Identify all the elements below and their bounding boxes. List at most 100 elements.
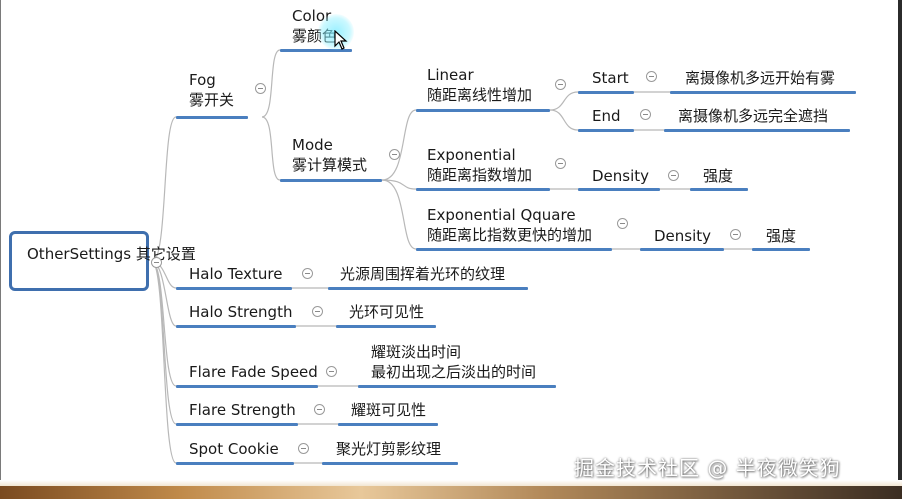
expsq-density-desc: 强度	[766, 227, 797, 245]
linear-underline	[416, 109, 550, 112]
connector-root-spot-cookie	[151, 261, 177, 464]
spot-cookie-underline	[176, 462, 294, 465]
color-underline	[280, 49, 352, 52]
flare-fade-speed-label: Flare Fade Speed	[189, 363, 318, 381]
end-node[interactable]: End	[592, 106, 621, 126]
flare-strength-node[interactable]: Flare Strength	[189, 400, 296, 420]
connector-fog-color	[261, 49, 281, 118]
halo-strength-label: Halo Strength	[189, 303, 293, 321]
connector-mode-exponential	[381, 179, 417, 190]
flare-strength-desc: 耀斑可见性	[351, 401, 427, 419]
connector-mode-linear	[381, 109, 417, 181]
exp-density-collapse-icon[interactable]	[668, 170, 679, 181]
exponential-sublabel: 随距离指数增加	[427, 166, 533, 184]
fog-underline	[176, 116, 248, 119]
connector-mode-exp-squared	[381, 179, 417, 250]
mode-node[interactable]: Mode 雾计算模式	[292, 135, 367, 175]
flare-fade-speed-desc-underline	[358, 385, 556, 388]
halo-texture-label: Halo Texture	[189, 265, 283, 283]
exponential-node[interactable]: Exponential 随距离指数增加	[427, 145, 532, 185]
linear-node[interactable]: Linear 随距离线性增加	[427, 65, 532, 105]
halo-texture-collapse-icon[interactable]	[302, 268, 313, 279]
connector-linear-start	[549, 91, 579, 111]
fog-node[interactable]: Fog 雾开关	[189, 70, 234, 110]
connector-root-fog	[151, 116, 177, 263]
halo-texture-desc-node[interactable]: 光源周围挥着光环的纹理	[340, 264, 505, 284]
expsq-density-collapse-icon[interactable]	[730, 229, 741, 240]
expsq-density-label: Density	[654, 227, 712, 245]
exponential-underline	[416, 188, 550, 191]
background-fade	[0, 480, 902, 486]
mode-collapse-icon[interactable]	[389, 149, 400, 160]
fog-label: Fog	[189, 71, 216, 89]
flare-fade-speed-collapse-icon[interactable]	[326, 366, 337, 377]
window-right-edge	[898, 0, 902, 499]
halo-texture-underline	[176, 287, 292, 290]
halo-strength-collapse-icon[interactable]	[312, 306, 323, 317]
flare-strength-collapse-icon[interactable]	[314, 404, 325, 415]
root-node[interactable]: OtherSettings 其它设置	[27, 244, 196, 264]
halo-strength-desc: 光环可见性	[349, 303, 425, 321]
expsq-density-desc-node[interactable]: 强度	[766, 226, 796, 246]
fog-sublabel: 雾开关	[189, 91, 235, 109]
start-node[interactable]: Start	[592, 68, 629, 88]
exp-density-label: Density	[592, 167, 650, 185]
exponential-collapse-icon[interactable]	[555, 158, 566, 169]
spot-cookie-label: Spot Cookie	[189, 440, 279, 458]
spot-cookie-desc-underline	[322, 462, 458, 465]
flare-strength-desc-node[interactable]: 耀斑可见性	[351, 400, 426, 420]
expsq-density-node[interactable]: Density	[654, 226, 711, 246]
linear-sublabel: 随距离线性增加	[427, 86, 533, 104]
flare-fade-speed-desc-2: 最初出现之后淡出的时间	[371, 363, 537, 381]
exp-density-desc-node[interactable]: 强度	[703, 166, 733, 186]
connector-linear-end	[549, 109, 579, 131]
mouse-pointer-icon	[334, 30, 348, 50]
exp-squared-underline	[416, 248, 612, 251]
mode-underline	[280, 179, 382, 182]
watermark: 掘金技术社区 @ 半夜微笑狗	[574, 456, 841, 480]
start-desc-underline	[670, 91, 856, 94]
halo-strength-desc-node[interactable]: 光环可见性	[349, 302, 424, 322]
start-collapse-icon[interactable]	[646, 71, 657, 82]
start-desc-node[interactable]: 离摄像机多远开始有雾	[685, 68, 835, 88]
end-label: End	[592, 107, 621, 125]
end-collapse-icon[interactable]	[640, 109, 651, 120]
end-desc-underline	[664, 129, 850, 132]
mode-sublabel: 雾计算模式	[292, 156, 368, 174]
spot-cookie-desc: 聚光灯剪影纹理	[336, 440, 442, 458]
exponential-label: Exponential	[427, 146, 516, 164]
spot-cookie-collapse-icon[interactable]	[298, 443, 309, 454]
connector-fog-mode	[261, 116, 281, 181]
exp-squared-node[interactable]: Exponential Qquare 随距离比指数更快的增加	[427, 205, 592, 245]
end-desc-node[interactable]: 离摄像机多远完全遮挡	[678, 106, 828, 126]
halo-texture-desc-underline	[328, 287, 528, 290]
root-node-label: OtherSettings	[27, 245, 132, 263]
expsq-density-underline	[640, 248, 724, 251]
spot-cookie-node[interactable]: Spot Cookie	[189, 439, 279, 459]
halo-strength-node[interactable]: Halo Strength	[189, 302, 292, 322]
exp-density-desc-underline	[690, 188, 748, 191]
start-underline	[578, 91, 634, 94]
flare-fade-speed-desc-1: 耀斑淡出时间	[371, 343, 462, 361]
halo-strength-underline	[176, 325, 296, 328]
halo-texture-desc: 光源周围挥着光环的纹理	[340, 265, 506, 283]
end-underline	[578, 129, 634, 132]
fog-collapse-icon[interactable]	[255, 83, 266, 94]
desktop-background-strip	[0, 486, 902, 499]
exp-density-node[interactable]: Density	[592, 166, 649, 186]
flare-fade-speed-desc-node[interactable]: 耀斑淡出时间 最初出现之后淡出的时间	[371, 342, 536, 382]
expsq-density-desc-underline	[752, 248, 810, 251]
spot-cookie-desc-node[interactable]: 聚光灯剪影纹理	[336, 439, 441, 459]
flare-strength-underline	[176, 423, 298, 426]
flare-strength-label: Flare Strength	[189, 401, 296, 419]
linear-collapse-icon[interactable]	[555, 79, 566, 90]
root-collapse-icon[interactable]	[151, 257, 162, 268]
start-desc: 离摄像机多远开始有雾	[685, 69, 836, 87]
flare-fade-speed-underline	[176, 385, 318, 388]
root-node-box[interactable]	[9, 231, 149, 291]
halo-texture-node[interactable]: Halo Texture	[189, 264, 283, 284]
exp-squared-collapse-icon[interactable]	[617, 218, 628, 229]
halo-strength-desc-underline	[336, 325, 436, 328]
exp-squared-sublabel: 随距离比指数更快的增加	[427, 226, 593, 244]
flare-fade-speed-node[interactable]: Flare Fade Speed	[189, 362, 318, 382]
